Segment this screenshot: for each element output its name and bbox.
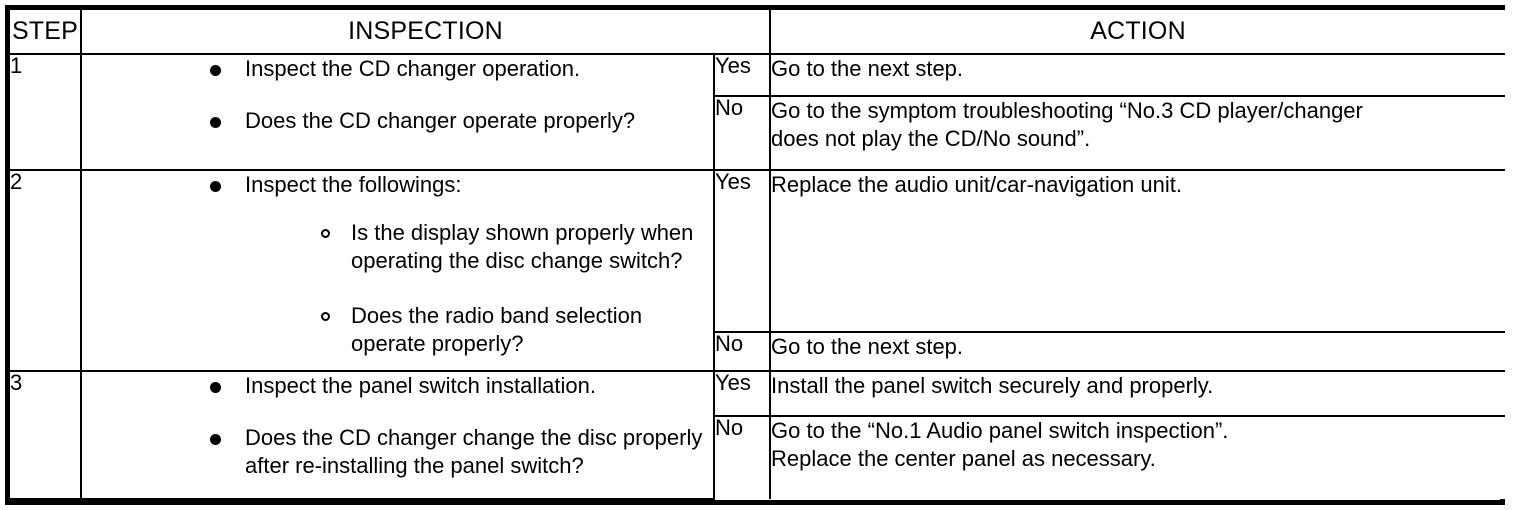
sub-bullet-text: Is the display shown properly when <box>351 220 694 246</box>
bullet-text: Inspect the CD changer operation. <box>245 56 581 81</box>
bullet-list: Inspect the CD changer operation. Does t… <box>82 55 713 135</box>
filled-bullet-icon <box>210 65 221 76</box>
header-action: ACTION <box>769 10 1506 55</box>
bullet-list: Inspect the followings: Is the display s… <box>82 171 713 358</box>
list-item: Inspect the panel switch installation. <box>210 372 713 400</box>
action-line: Replace the center panel as necessary. <box>771 445 1156 471</box>
header-step: STEP <box>10 10 82 55</box>
filled-bullet-icon <box>210 433 221 445</box>
action-line: Go to the next step. <box>771 56 964 81</box>
bullet-list: Inspect the panel switch installation. D… <box>82 372 713 480</box>
action-line: Go to the next step. <box>771 334 964 360</box>
inspection-cell-2: Inspect the followings: Is the display s… <box>80 169 715 372</box>
action-cell-yes: Install the panel switch securely and pr… <box>769 369 1506 417</box>
table-row-step-1-no: No Go to the symptom troubleshooting “No… <box>10 94 1506 172</box>
sub-bullet-text: operating the disc change switch? <box>351 248 683 274</box>
action-line: Install the panel switch securely and pr… <box>771 372 1214 398</box>
filled-bullet-icon <box>210 117 221 128</box>
list-item: Is the display shown properly when opera… <box>321 219 713 275</box>
action-line: does not play the CD/No sound”. <box>771 126 1091 151</box>
answer-yes-label: Yes <box>712 169 772 334</box>
step-number: 2 <box>10 169 82 372</box>
table-header-row: STEP INSPECTION ACTION <box>10 10 1506 55</box>
filled-bullet-icon <box>210 381 221 393</box>
bullet-text-cont: after re-installing the panel switch? <box>245 452 584 478</box>
action-line: Replace the audio unit/car-navigation un… <box>771 172 1182 198</box>
list-item: Inspect the followings: Is the display s… <box>210 171 713 358</box>
answer-no-label: No <box>714 94 772 172</box>
inspection-flowchart-table: STEP INSPECTION ACTION 1 Inspect the CD … <box>5 5 1506 505</box>
action-cell-no: Go to the next step. <box>769 331 1506 372</box>
action-cell-no: Go to the “No.1 Audio panel switch inspe… <box>769 414 1506 499</box>
bullet-text: Does the CD changer operate properly? <box>245 108 636 133</box>
table-row-step-2-no: No Go to the next step. <box>10 331 1506 372</box>
bullet-text: Does the CD changer change the disc prop… <box>245 424 703 450</box>
list-item: Does the CD changer operate properly? <box>210 107 713 135</box>
hollow-bullet-icon <box>321 312 330 322</box>
sub-bullet-list: Is the display shown properly when opera… <box>245 219 713 358</box>
filled-bullet-icon <box>210 181 221 193</box>
action-cell-yes: Replace the audio unit/car-navigation un… <box>769 169 1506 334</box>
inspection-cell-3: Inspect the panel switch installation. D… <box>80 369 715 501</box>
sub-bullet-text: Does the radio band selection <box>351 303 643 329</box>
action-cell-no: Go to the symptom troubleshooting “No.3 … <box>769 94 1506 172</box>
bullet-text: Inspect the followings: <box>245 172 462 198</box>
list-item: Does the CD changer change the disc prop… <box>210 424 713 480</box>
list-item: Does the radio band selection operate pr… <box>321 302 713 358</box>
step-number: 3 <box>10 369 82 501</box>
action-line: Go to the symptom troubleshooting “No.3 … <box>771 98 1363 123</box>
action-cell-yes: Go to the next step. <box>769 53 1506 97</box>
table-row-step-3-no: No Go to the “No.1 Audio panel switch in… <box>10 414 1506 499</box>
inspection-cell-1: Inspect the CD changer operation. Does t… <box>80 52 715 172</box>
list-item: Inspect the CD changer operation. <box>210 55 713 83</box>
answer-yes-label: Yes <box>712 369 772 417</box>
answer-yes-label: Yes <box>712 53 772 97</box>
action-line: Go to the “No.1 Audio panel switch inspe… <box>771 417 1229 443</box>
sub-bullet-text: operate properly? <box>351 331 524 357</box>
hollow-bullet-icon <box>321 229 330 239</box>
header-inspection: INSPECTION <box>79 10 772 55</box>
table-row-step-2: 2 Inspect the followings: Is the display… <box>10 169 1506 372</box>
step-number: 1 <box>10 52 82 172</box>
answer-no-label: No <box>714 414 772 499</box>
answer-no-label: No <box>714 331 772 372</box>
troubleshooting-table: STEP INSPECTION ACTION 1 Inspect the CD … <box>10 10 1506 501</box>
bullet-text: Inspect the panel switch installation. <box>245 372 596 398</box>
table-row-step-3: 3 Inspect the panel switch installation.… <box>10 369 1506 501</box>
table-row-step-1: 1 Inspect the CD changer operation. Does… <box>10 52 1506 172</box>
